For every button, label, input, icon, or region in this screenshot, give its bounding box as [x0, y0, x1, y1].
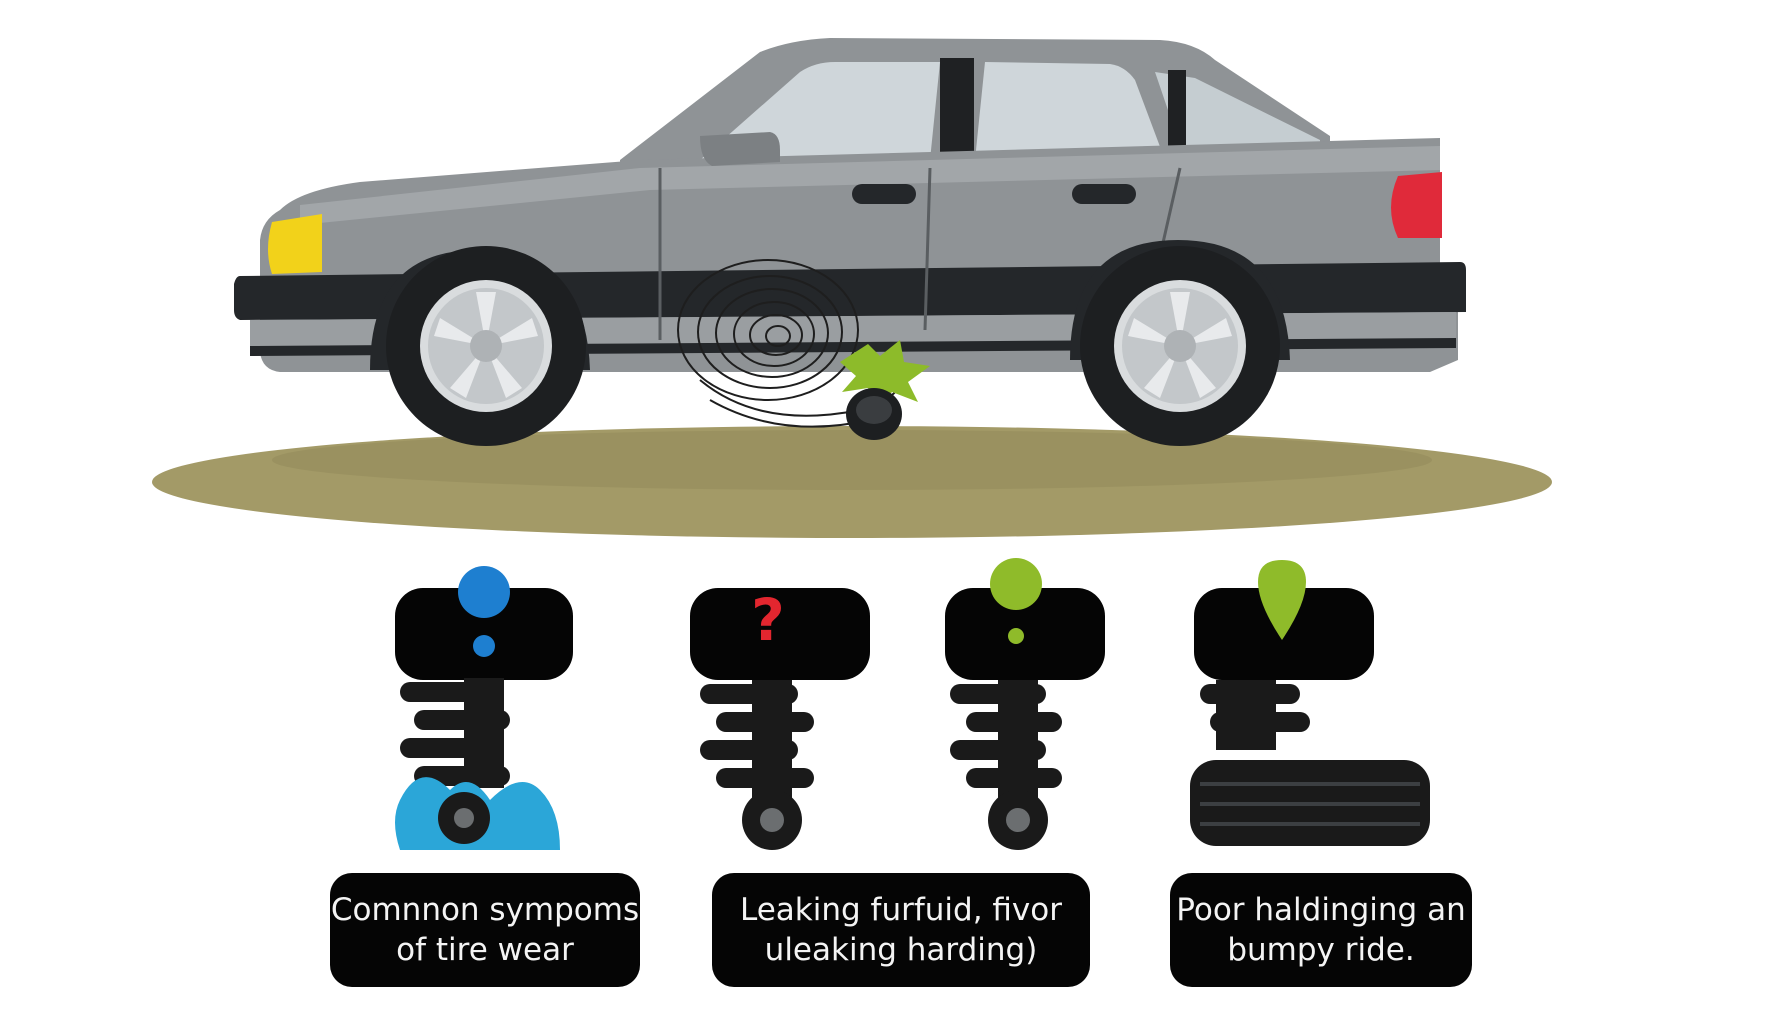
symptom-caption-2: Leaking furfuid, fivor uleaking harding) [712, 873, 1090, 987]
symptom-caption-1: Comnnon sympoms of tire wear [330, 873, 640, 987]
caption-3-line-2: bumpy ride. [1227, 932, 1415, 968]
symptom-1-illustration [395, 566, 573, 850]
red-question-icon: ? [751, 586, 785, 654]
leak-splat [840, 340, 930, 408]
caption-2-line-1: Leaking furfuid, fivor [740, 892, 1062, 928]
symptom-4-illustration [1190, 560, 1430, 846]
loose-tire [846, 388, 902, 440]
ground-shadow [152, 426, 1552, 538]
green-pin-icon [1258, 560, 1306, 640]
headlight [268, 214, 322, 274]
rear-wheel [1080, 246, 1280, 446]
vibration-spiral [677, 259, 909, 428]
blue-exclamation-icon [458, 566, 510, 618]
caption-2-line-2: uleaking harding) [764, 932, 1038, 968]
front-wheel [386, 246, 586, 446]
rear-window [975, 62, 1165, 160]
taillight [1391, 172, 1442, 238]
symptom-3-illustration [945, 558, 1105, 850]
symptom-caption-3: Poor haldinging an bumpy ride. [1170, 873, 1472, 987]
caption-3-line-1: Poor haldinging an [1176, 892, 1466, 928]
caption-1-line-1: Comnnon sympoms [330, 892, 640, 928]
car-illustration [234, 38, 1466, 446]
caption-1-line-2: of tire wear [396, 932, 574, 968]
symptom-2-illustration: ? [690, 586, 870, 850]
green-exclamation-icon [990, 558, 1042, 610]
